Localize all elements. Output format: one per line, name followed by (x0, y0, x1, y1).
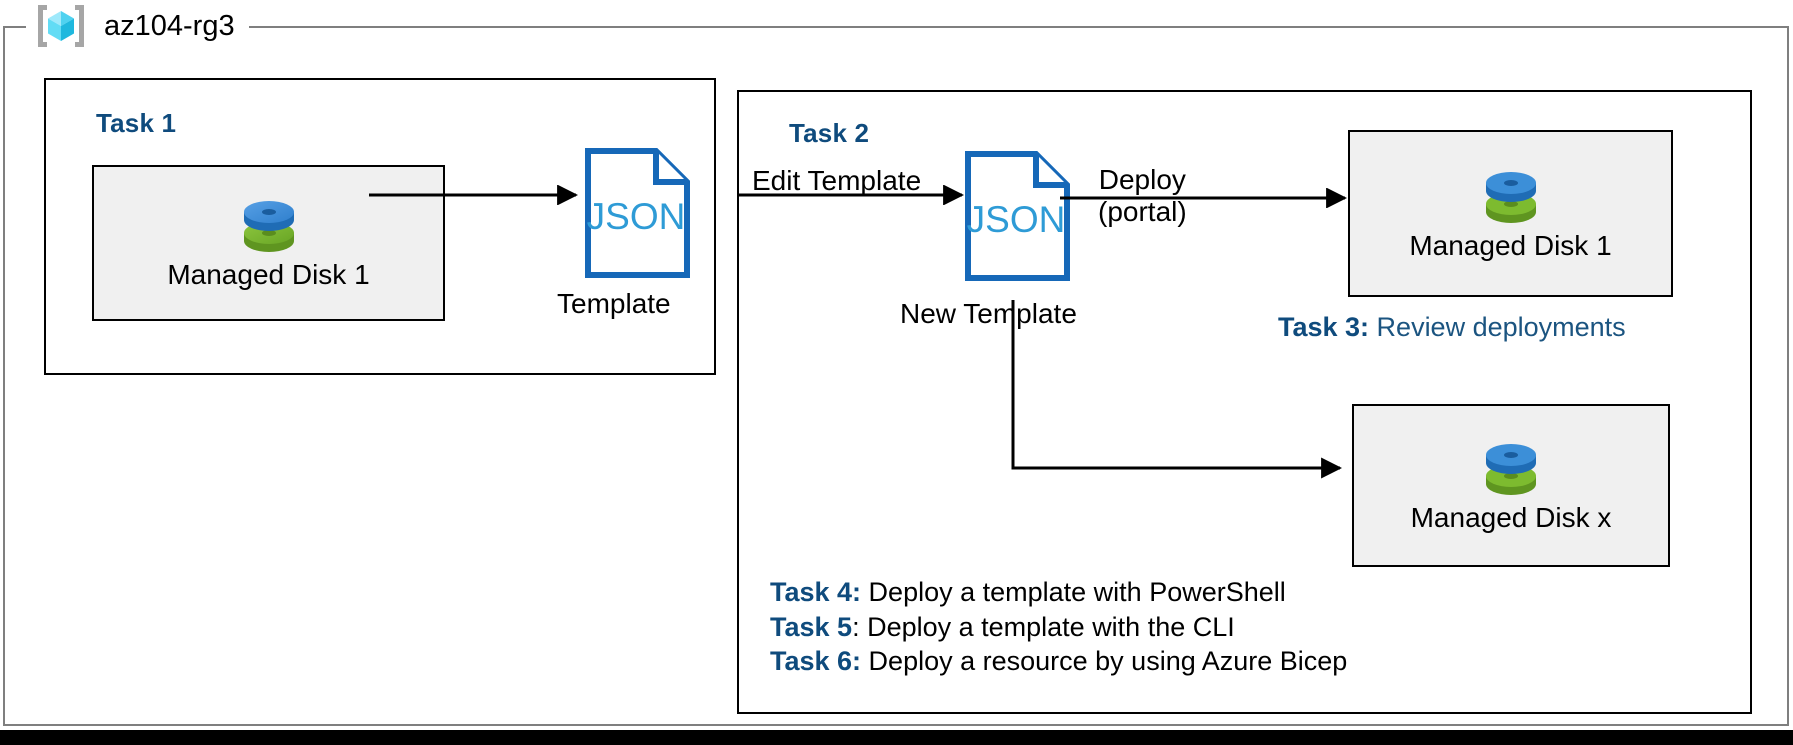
task-6-key: Task 6: (770, 646, 862, 677)
deploy-label-line1: Deploy (1098, 164, 1186, 195)
managed-disk-1-source-label: Managed Disk 1 (167, 259, 370, 290)
template-caption: Template (557, 288, 671, 319)
edit-template-label: Edit Template (752, 165, 922, 196)
json-template-icon: JSON (584, 147, 691, 284)
managed-disk-x-target-box: Managed Disk x (1352, 404, 1670, 567)
task-6-note: Task 6: Deploy a resource by using Azure… (770, 644, 1347, 679)
task-5-desc: : Deploy a template with the CLI (852, 611, 1235, 642)
task-5-key: Task 5 (770, 611, 853, 642)
task-3-key: Task 3: (1278, 312, 1370, 342)
deploy-label-line2: (portal) (1098, 196, 1187, 228)
arrow-disk-to-template (369, 184, 589, 210)
task-5-note: Task 5: Deploy a template with the CLI (770, 610, 1347, 645)
task-4-note: Task 4: Deploy a template with PowerShel… (770, 575, 1347, 610)
new-template-caption: New Template (900, 298, 1077, 329)
task-6-desc: Deploy a resource by using Azure Bicep (861, 646, 1348, 677)
azure-resource-group-cube-icon (34, 3, 88, 49)
deploy-portal-label: Deploy (portal) (1098, 164, 1187, 228)
managed-disk-x-target-label: Managed Disk x (1410, 501, 1612, 533)
bottom-bar (0, 730, 1793, 745)
task-4-desc: Deploy a template with PowerShell (861, 577, 1286, 607)
json-doc-text: JSON (967, 199, 1066, 240)
managed-disk-1-source-box: Managed Disk 1 (92, 165, 445, 321)
arrow-new-template-to-disk-x (1010, 300, 1370, 495)
resource-group-name: az104-rg3 (104, 9, 235, 42)
managed-disk-1-target-box: Managed Disk 1 (1348, 130, 1673, 297)
arrow-edit-template (737, 184, 977, 210)
managed-disk-icon (1482, 438, 1540, 498)
task-4-key: Task 4: (770, 577, 862, 607)
task-3-note: Task 3: Review deployments (1278, 310, 1626, 345)
task-notes-block: Task 4: Deploy a template with PowerShel… (770, 575, 1347, 679)
managed-disk-icon (1482, 166, 1540, 226)
arrow-deploy-portal (1060, 187, 1360, 213)
task-2-heading: Task 2 (789, 118, 870, 148)
json-doc-text: JSON (587, 196, 686, 237)
resource-group-header: az104-rg3 (26, 0, 249, 52)
task-3-desc: Review deployments (1369, 312, 1626, 342)
task-1-heading: Task 1 (96, 108, 177, 138)
resource-group-frame (3, 26, 1789, 726)
managed-disk-1-target-label: Managed Disk 1 (1409, 229, 1612, 261)
managed-disk-icon (240, 195, 298, 255)
json-new-template-icon: JSON (964, 150, 1071, 287)
